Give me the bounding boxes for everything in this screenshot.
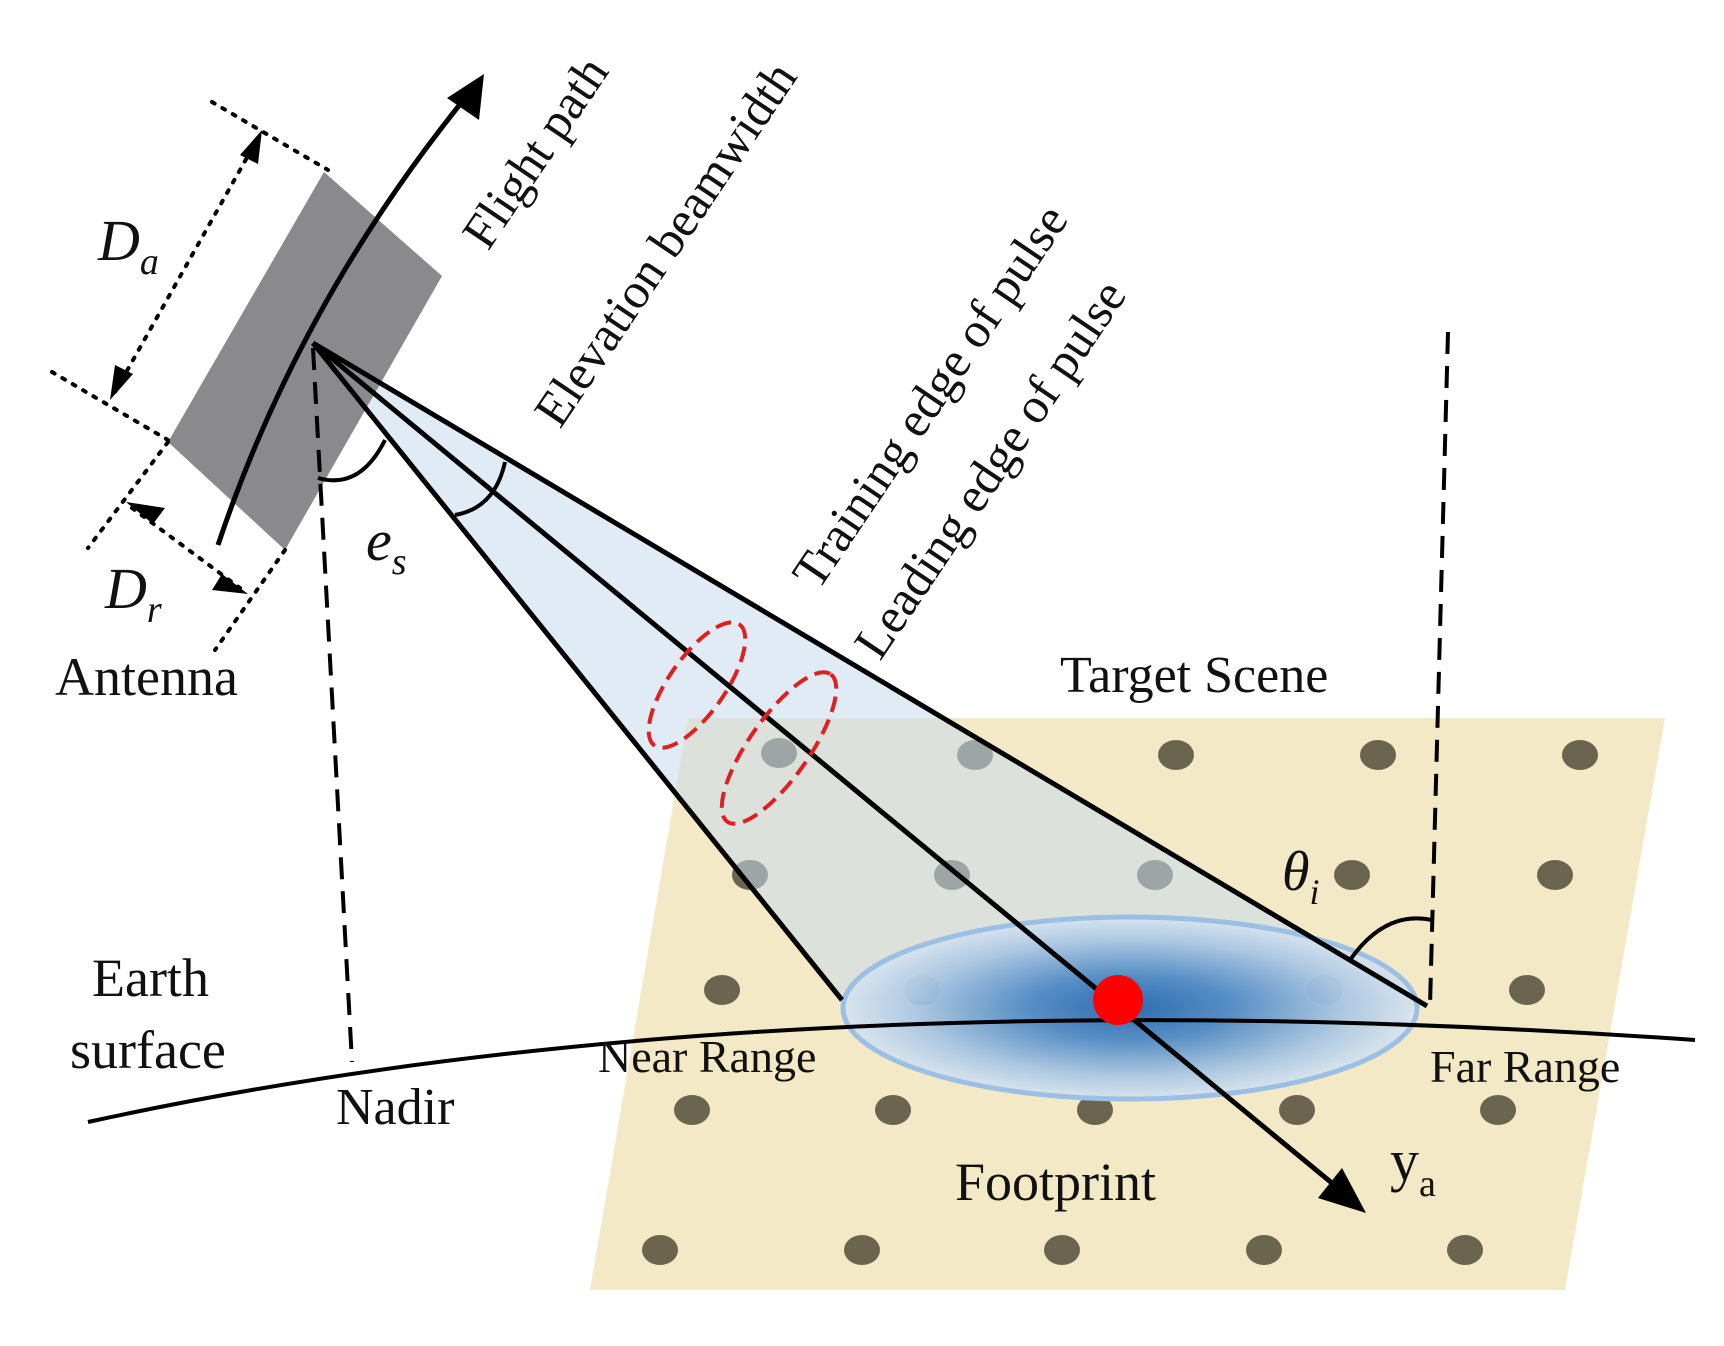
beam-near-edge	[311, 341, 844, 1002]
da-extension-bottom	[50, 370, 170, 442]
target-dot	[704, 975, 740, 1005]
near-range-label: Near Range	[598, 1031, 816, 1082]
dr-symbol-base: D	[104, 556, 147, 621]
es-symbol: es	[366, 508, 407, 583]
earth-label-line1: Earth	[92, 948, 209, 1008]
da-arrowhead-top	[240, 130, 262, 164]
ya-symbol-base: y	[1390, 1128, 1419, 1193]
trailing-edge-ring	[646, 620, 748, 750]
da-arrowhead-bottom	[110, 365, 133, 400]
dr-arrowhead-right	[212, 574, 248, 594]
footprint-label: Footprint	[955, 1152, 1156, 1212]
target-dot	[1509, 975, 1545, 1005]
ya-symbol: ya	[1390, 1128, 1436, 1205]
flight-path-arrow	[215, 90, 472, 546]
antenna-plate	[168, 172, 442, 550]
target-dot	[1279, 1095, 1315, 1125]
ya-arrowhead	[1318, 1168, 1366, 1213]
target-dot	[1447, 1235, 1483, 1265]
nadir-line	[311, 347, 354, 1063]
earth-label-line2: surface	[70, 1020, 226, 1080]
es-symbol-sub: s	[392, 541, 407, 583]
target-dot	[674, 1095, 710, 1125]
target-dot	[1077, 1095, 1113, 1125]
center-point	[1093, 975, 1143, 1025]
flight-path-label: Flight path	[451, 46, 619, 258]
nadir-label: Nadir	[336, 1079, 454, 1136]
beamwidth-angle-arc	[454, 461, 507, 517]
leading-edge-ring	[719, 670, 839, 826]
flight-path-arrowhead	[447, 74, 484, 120]
da-symbol-sub: a	[140, 241, 159, 283]
dr-symbol-sub: r	[147, 589, 162, 631]
target-scene-label: Target Scene	[1060, 647, 1328, 704]
beam-far-edge	[311, 340, 1429, 1009]
dr-extension-left	[86, 440, 170, 550]
target-dot	[1480, 1095, 1516, 1125]
far-range-label: Far Range	[1430, 1041, 1620, 1092]
target-dot	[1158, 740, 1194, 770]
earth-surface-curve	[87, 1018, 1696, 1124]
theta-symbol-base: θ	[1282, 841, 1310, 903]
target-dot	[642, 1235, 678, 1265]
target-dot	[1246, 1235, 1282, 1265]
dr-extension-right	[213, 548, 287, 652]
da-dimension-line	[113, 136, 260, 394]
target-dot	[1334, 860, 1370, 890]
target-dot	[1360, 740, 1396, 770]
es-angle-arc	[317, 439, 387, 483]
target-dot	[1044, 1235, 1080, 1265]
target-dot	[844, 1235, 880, 1265]
da-extension-top	[210, 100, 330, 172]
da-symbol-base: D	[97, 208, 140, 273]
beam-center-line	[311, 341, 1346, 1195]
dr-symbol: Dr	[104, 556, 162, 631]
theta-angle-arc	[1348, 916, 1433, 962]
target-dot	[1537, 860, 1573, 890]
target-dot	[875, 1095, 911, 1125]
theta-symbol-sub: i	[1310, 872, 1320, 912]
antenna-label: Antenna	[55, 647, 238, 707]
theta-symbol: θi	[1282, 841, 1320, 912]
beam-lines	[311, 340, 1429, 1195]
es-symbol-base: e	[366, 508, 392, 573]
ya-symbol-sub: a	[1419, 1163, 1436, 1205]
far-range-vertical	[1428, 331, 1450, 1007]
dr-arrowhead-left	[126, 502, 165, 524]
target-dot	[1562, 740, 1598, 770]
da-symbol: Da	[97, 208, 159, 283]
